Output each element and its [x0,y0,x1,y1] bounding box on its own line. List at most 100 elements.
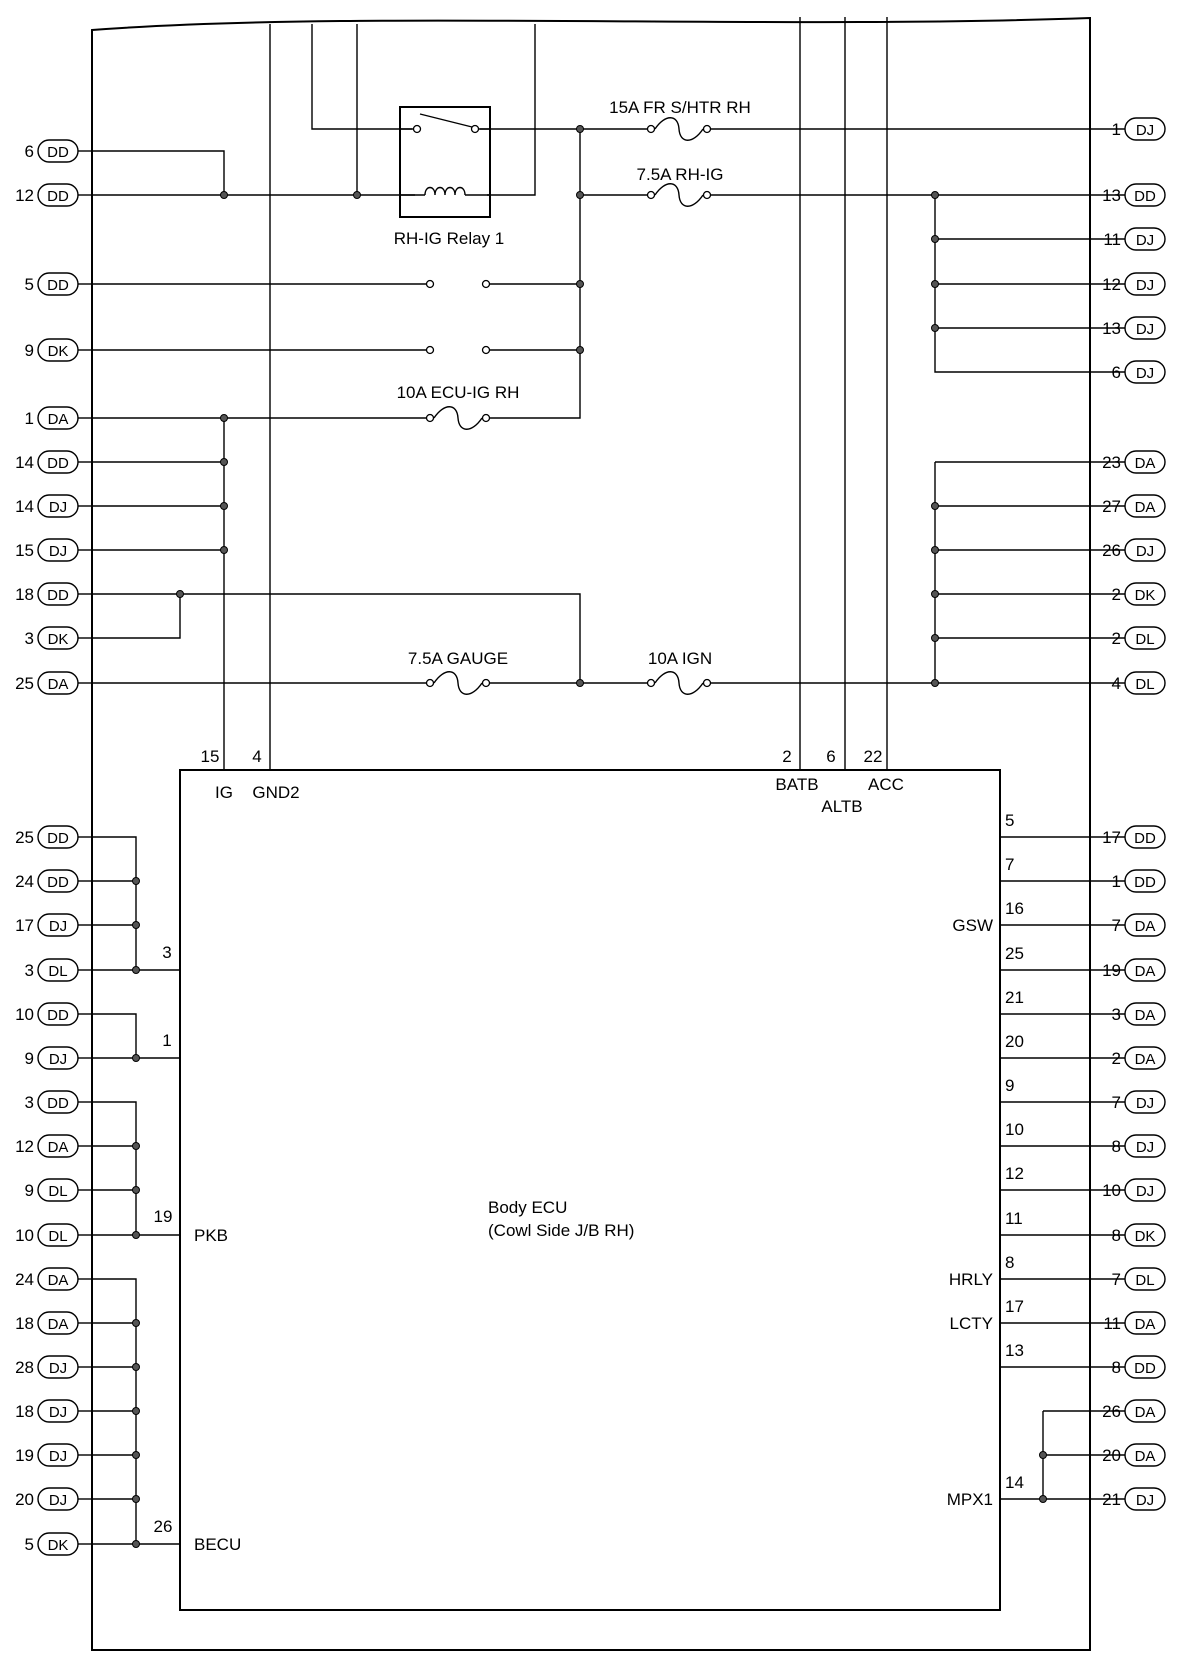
ecu-right-pin-num: 11 [1005,1209,1023,1228]
connector-code: DJ [1136,1492,1154,1509]
connector-code: DJ [1136,277,1154,294]
connector-pin-number: 1 [1112,120,1121,139]
ecu-right-pin-num: 14 [1005,1473,1024,1492]
connector-code: DD [1134,830,1156,847]
fuses: 15A FR S/HTR RH 7.5A RH-IG 10A ECU-IG RH… [397,98,751,695]
connector-badge [37,406,79,430]
connector-pin-number: 12 [15,186,34,205]
connector-badge [37,958,79,982]
connector-pin-number: 6 [25,142,34,161]
wiring [92,17,1090,1545]
ecu-top-pin-num: 2 [782,747,791,766]
connector-badge [37,494,79,518]
connector-code: DD [47,277,69,294]
connector-pin-number: 2 [1112,1049,1121,1068]
connector-pin-number: 26 [1102,1402,1121,1421]
connector-pin-number: 20 [15,1490,34,1509]
connector-pin-number: 3 [25,629,34,648]
ecu-top-pin-name: IG [215,783,233,802]
connector-badge [37,825,79,849]
connector-badge [1124,1311,1166,1335]
connector-pin-number: 7 [1112,916,1121,935]
connector-pin-number: 7 [1112,1093,1121,1112]
connector-badge [37,913,79,937]
connector-code: DD [47,874,69,891]
connector-code: DJ [1136,1183,1154,1200]
connector-pin-number: 10 [15,1226,34,1245]
connector-badge [37,1090,79,1114]
ecu-right-pin-name: HRLY [949,1270,993,1289]
connector-badge [37,538,79,562]
ecu-right-pin-num: 21 [1005,988,1024,1007]
ecu-left-pin-num: 1 [162,1031,171,1050]
connector-code: DA [1135,1448,1156,1465]
connector-code: DD [1134,188,1156,205]
connector-pin-number: 3 [25,961,34,980]
connector-pin-number: 23 [1102,453,1121,472]
svg-text:7.5A RH-IG: 7.5A RH-IG [637,165,724,184]
connector-pin-number: 10 [1102,1181,1121,1200]
connector-pin-number: 8 [1112,1358,1121,1377]
svg-text:10A IGN: 10A IGN [648,649,712,668]
connector-code: DL [1135,1272,1154,1289]
relay-label: RH-IG Relay 1 [394,229,505,248]
connector-badge [37,671,79,695]
connector-code: DK [48,343,69,360]
ecu-right-pin-num: 16 [1005,899,1024,918]
connector-code: DJ [1136,543,1154,560]
connector-code: DK [1135,587,1156,604]
connector-pin-number: 3 [25,1093,34,1112]
connector-badge [1124,1267,1166,1291]
connector-pin-number: 13 [1102,319,1121,338]
connector-pin-number: 18 [15,1314,34,1333]
connector-badge [37,869,79,893]
connector-code: DJ [1136,365,1154,382]
connector-pin-label: 18 DA [15,1311,79,1335]
ecu-top-pin-name: GND2 [252,783,299,802]
connector-pin-number: 5 [25,275,34,294]
junction-block-outline [91,16,1091,1651]
ecu-top-pin-num: 6 [826,747,835,766]
connector-code: DA [48,411,69,428]
connector-code: DA [48,1316,69,1333]
connector-pin-label: 10 DJ [1102,1178,1166,1202]
connector-pin-number: 14 [15,453,34,472]
connector-pin-number: 8 [1112,1137,1121,1156]
connector-badge [37,582,79,606]
connector-badge [1124,360,1166,384]
connector-badge [1124,671,1166,695]
connector-badge [1124,913,1166,937]
connector-code: DA [1135,1007,1156,1024]
connector-code: DD [1134,874,1156,891]
connector-badge [1124,1090,1166,1114]
connector-badge [37,1178,79,1202]
ecu-right-pin-num: 13 [1005,1341,1024,1360]
connector-badge [1124,494,1166,518]
connector-code: DD [47,455,69,472]
connector-code: DA [1135,1404,1156,1421]
connector-code: DJ [49,918,67,935]
connector-badge [37,139,79,163]
connector-badge [1124,183,1166,207]
connector-badge [37,183,79,207]
connector-pin-number: 4 [1112,674,1121,693]
connector-pin-number: 9 [25,1049,34,1068]
connector-badge [1124,958,1166,982]
